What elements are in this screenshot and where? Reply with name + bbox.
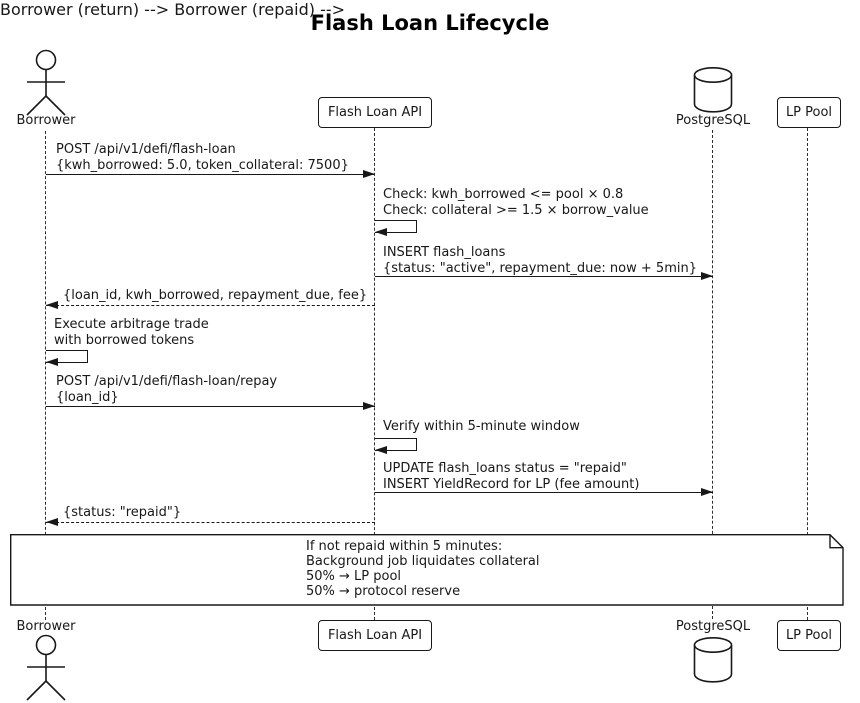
message-4-line [46,305,375,306]
message-9-line [46,522,375,523]
note: If not repaid within 5 minutes: Backgrou… [10,534,844,606]
actor-icon [16,634,76,702]
participant-label-postgresql-top: PostgreSQL [675,113,751,128]
message-2-self-loop [375,220,417,233]
arrow-right-icon [363,169,375,178]
participant-lp-pool-top: LP Pool [777,97,841,128]
database-icon [693,636,733,684]
arrow-left-icon [46,357,58,366]
message-9-text-line1: {status: "repaid"} [63,505,182,520]
participant-label-lp-pool-bottom: LP Pool [785,628,833,643]
participant-flash-loan-api-bottom: Flash Loan API [318,620,432,651]
message-5-text-line1: Execute arbitrage trade [54,317,209,332]
arrow-left-icon [375,227,387,236]
lifeline-borrower [45,131,46,620]
message-8-text-line1: UPDATE flash_loans status = "repaid" [383,461,627,476]
message-8-line [375,492,713,493]
participant-lp-pool-bottom: LP Pool [777,620,841,651]
message-1-text-line1: POST /api/v1/defi/flash-loan [56,142,236,157]
message-1-text-line2: {kwh_borrowed: 5.0, token_collateral: 75… [56,158,349,173]
note-text-line1: If not repaid within 5 minutes: [306,539,503,554]
arrow-right-icon [363,401,375,410]
participant-label-borrower-top: Borrower [16,113,76,128]
message-6-text-line2: {loan_id} [56,390,119,405]
message-4-text-line1: {loan_id, kwh_borrowed, repayment_due, f… [63,288,368,303]
message-7-text-line1: Verify within 5-minute window [383,419,580,434]
actor-icon [16,49,76,117]
lifeline-flash-loan-api [374,128,375,620]
message-3-line [375,276,713,277]
message-2-text-line1: Check: kwh_borrowed <= pool × 0.8 [383,187,624,202]
note-text-line2: Background job liquidates collateral [306,554,540,569]
message-5-self-loop [46,350,88,363]
participant-label-borrower-bottom: Borrower [16,619,76,634]
arrow-right-icon [701,271,713,280]
message-6-line [46,406,375,407]
message-1-line [46,174,375,175]
lifeline-postgresql [712,130,713,619]
lifeline-lp-pool [807,128,808,620]
participant-label-flash-loan-api-top: Flash Loan API [327,105,423,120]
participant-label-postgresql-bottom: PostgreSQL [675,619,751,634]
diagram-title: Flash Loan Lifecycle [310,11,550,35]
participant-flash-loan-api-top: Flash Loan API [318,97,432,128]
message-3-text-line2: {status: "active", repayment_due: now + … [383,261,697,276]
participant-label-lp-pool-top: LP Pool [785,105,833,120]
note-text-line3: 50% → LP pool [306,569,402,584]
arrow-left-icon [46,517,58,526]
arrow-left-icon [46,300,58,309]
message-3-text-line1: INSERT flash_loans [383,245,506,260]
message-8-text-line2: INSERT YieldRecord for LP (fee amount) [383,477,640,492]
participant-label-flash-loan-api-bottom: Flash Loan API [327,628,423,643]
message-7-self-loop [375,438,417,451]
message-5-text-line2: with borrowed tokens [54,333,195,348]
message-6-text-line1: POST /api/v1/defi/flash-loan/repay [56,374,278,389]
arrow-right-icon [701,487,713,496]
arrow-left-icon [375,445,387,454]
message-2-text-line2: Check: collateral >= 1.5 × borrow_value [383,203,649,218]
note-text-line4: 50% → protocol reserve [306,584,461,599]
database-icon [693,66,733,114]
